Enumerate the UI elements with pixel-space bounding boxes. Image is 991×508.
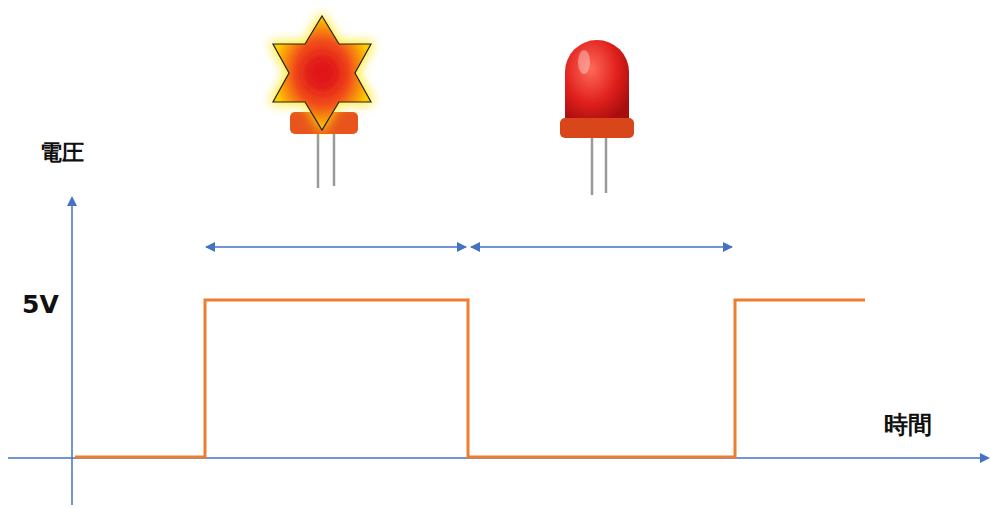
square-wave [75, 300, 865, 457]
led-glow [269, 12, 375, 134]
voltage-value: 5V [22, 292, 59, 317]
led-off [560, 40, 634, 195]
voltage-axis [71, 198, 73, 505]
off-duration-arrow [471, 246, 732, 248]
led-leg [605, 136, 608, 193]
led-leg [333, 132, 336, 186]
led-leg [591, 136, 594, 195]
led-core [304, 55, 340, 91]
axis-label: 電圧 [40, 142, 84, 164]
led-highlight [578, 50, 590, 74]
led-rim [560, 118, 634, 138]
led-dome [565, 40, 629, 122]
led-leg [317, 132, 320, 188]
led-star [273, 16, 371, 130]
axis-label: 時間 [884, 413, 932, 437]
led-lit [269, 12, 375, 188]
on-duration-arrow [206, 246, 466, 248]
